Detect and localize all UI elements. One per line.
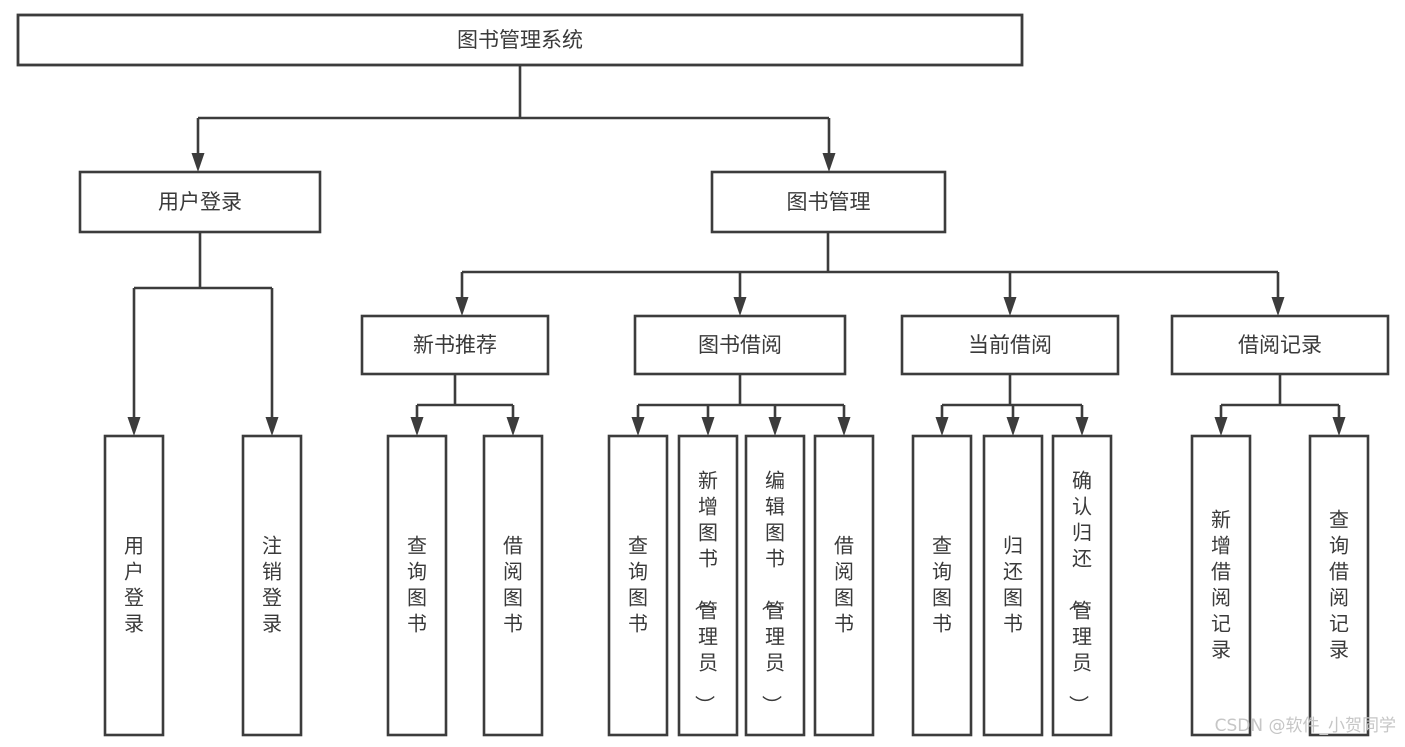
connector-bus-root <box>191 65 836 172</box>
arrow-head <box>733 297 747 316</box>
arrow-head <box>127 417 141 436</box>
node-box[interactable] <box>744 434 806 737</box>
arrow-head <box>410 417 424 436</box>
node-box[interactable] <box>911 434 973 737</box>
arrow-head <box>1332 417 1346 436</box>
arrow-head <box>1003 297 1017 316</box>
node-box[interactable] <box>1051 434 1113 737</box>
node-box[interactable] <box>482 434 544 737</box>
node-label: 用户登录 <box>158 190 242 214</box>
arrow-head <box>701 417 715 436</box>
node-leaf-confirm-return[interactable]: 确认归还（管理员） <box>1051 434 1113 737</box>
arrow-head <box>1075 417 1089 436</box>
node-box[interactable] <box>710 170 947 234</box>
node-label: 新增图书（管理员） <box>693 468 718 715</box>
node-box[interactable] <box>1170 314 1390 376</box>
node-label: 新书推荐 <box>413 333 497 357</box>
node-box[interactable] <box>900 314 1120 376</box>
node-leaf-user-login[interactable]: 用户登录 <box>103 434 165 737</box>
connector-bus-new-book-rec <box>410 374 520 436</box>
node-label: 查询图书 <box>407 533 427 635</box>
node-box[interactable] <box>386 434 448 737</box>
connectors-layer <box>127 65 1346 436</box>
node-leaf-query-book-rec[interactable]: 查询图书 <box>386 434 448 737</box>
connector-bus-book-manage <box>455 232 1285 316</box>
node-leaf-add-record[interactable]: 新增借阅记录 <box>1190 434 1252 737</box>
node-box[interactable] <box>16 13 1024 67</box>
node-box[interactable] <box>607 434 669 737</box>
node-label: 注销登录 <box>262 533 282 635</box>
node-label: 编辑图书（管理员） <box>760 468 785 715</box>
csdn-watermark: CSDN @软件_小贺同学 <box>1215 716 1396 736</box>
node-label: 查询图书 <box>628 533 648 635</box>
arrow-head <box>506 417 520 436</box>
node-label: 图书借阅 <box>698 333 782 357</box>
node-box[interactable] <box>103 434 165 737</box>
node-box[interactable] <box>677 434 739 737</box>
arrow-head <box>631 417 645 436</box>
node-box[interactable] <box>78 170 322 234</box>
node-label: 确认归还（管理员） <box>1067 468 1092 715</box>
node-root[interactable]: 图书管理系统 <box>16 13 1024 67</box>
node-book-borrow[interactable]: 图书借阅 <box>633 314 847 376</box>
node-box[interactable] <box>633 314 847 376</box>
arrow-head <box>1214 417 1228 436</box>
node-leaf-edit-book[interactable]: 编辑图书（管理员） <box>744 434 806 737</box>
node-label: 新增借阅记录 <box>1211 507 1231 661</box>
node-label: 图书管理系统 <box>457 28 583 52</box>
node-box[interactable] <box>1308 434 1370 737</box>
connector-bus-current-borrow <box>935 374 1089 436</box>
node-box[interactable] <box>982 434 1044 737</box>
connector-bus-book-borrow <box>631 374 851 436</box>
arrow-head <box>935 417 949 436</box>
node-current-borrow[interactable]: 当前借阅 <box>900 314 1120 376</box>
node-leaf-add-book[interactable]: 新增图书（管理员） <box>677 434 739 737</box>
node-leaf-logout[interactable]: 注销登录 <box>241 434 303 737</box>
node-label: 归还图书 <box>1003 533 1023 635</box>
arrow-head <box>265 417 279 436</box>
connector-bus-user-login <box>127 232 279 436</box>
node-label: 查询图书 <box>932 533 952 635</box>
node-label: 借阅记录 <box>1238 333 1322 357</box>
node-borrow-record[interactable]: 借阅记录 <box>1170 314 1390 376</box>
node-box[interactable] <box>813 434 875 737</box>
node-leaf-query-book-cur[interactable]: 查询图书 <box>911 434 973 737</box>
node-label: 借阅图书 <box>503 533 523 635</box>
node-label: 查询借阅记录 <box>1329 507 1349 661</box>
arrow-head <box>837 417 851 436</box>
node-box[interactable] <box>360 314 550 376</box>
node-box[interactable] <box>1190 434 1252 737</box>
node-leaf-return-book[interactable]: 归还图书 <box>982 434 1044 737</box>
connector-bus-borrow-record <box>1214 374 1346 436</box>
node-label: 用户登录 <box>124 533 144 635</box>
arrow-head <box>768 417 782 436</box>
node-box[interactable] <box>241 434 303 737</box>
node-label: 图书管理 <box>787 190 871 214</box>
node-leaf-query-book-borrow[interactable]: 查询图书 <box>607 434 669 737</box>
node-label: 当前借阅 <box>968 333 1052 357</box>
arrow-head <box>822 153 836 172</box>
arrow-head <box>191 153 205 172</box>
node-leaf-borrow-book[interactable]: 借阅图书 <box>813 434 875 737</box>
node-user-login[interactable]: 用户登录 <box>78 170 322 234</box>
arrow-head <box>1271 297 1285 316</box>
node-leaf-borrow-book-rec[interactable]: 借阅图书 <box>482 434 544 737</box>
nodes-layer: 图书管理系统用户登录图书管理新书推荐图书借阅当前借阅借阅记录用户登录注销登录查询… <box>16 13 1390 737</box>
node-book-manage[interactable]: 图书管理 <box>710 170 947 234</box>
node-leaf-query-record[interactable]: 查询借阅记录 <box>1308 434 1370 737</box>
arrow-head <box>1006 417 1020 436</box>
node-label: 借阅图书 <box>834 533 854 635</box>
node-new-book-rec[interactable]: 新书推荐 <box>360 314 550 376</box>
arrow-head <box>455 297 469 316</box>
